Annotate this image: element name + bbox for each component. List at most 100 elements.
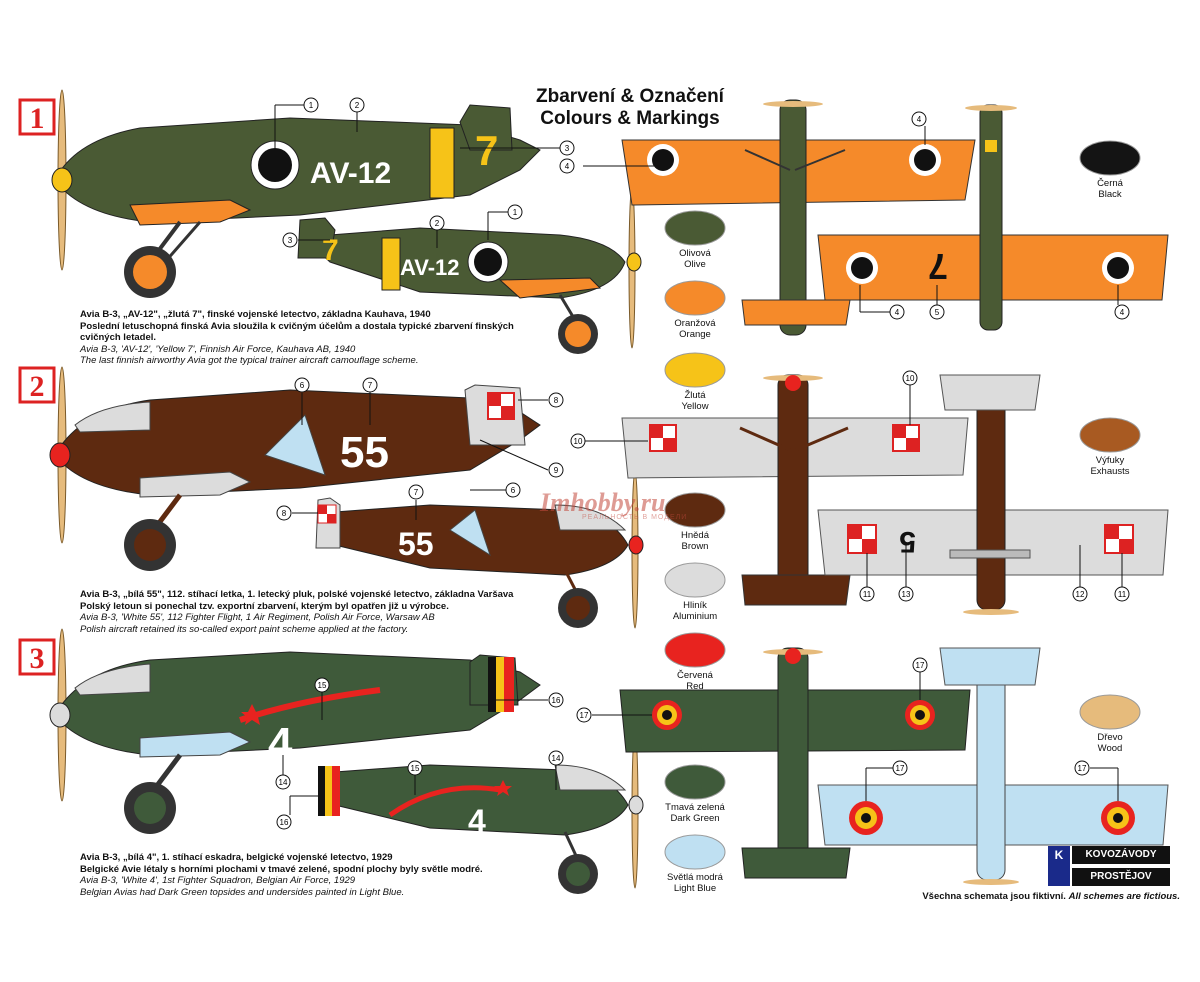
scheme-3-caption: Avia B-3, „bílá 4", 1. stíhací eskadra, … [80,852,550,898]
swatch-name-en: Exhausts [1090,466,1130,477]
scheme-2-caption: Avia B-3, „bílá 55", 112. stíhací letka,… [80,589,550,635]
caption-cz-text: Poslední letuschopná finská Avia sloužil… [80,320,514,344]
callout-13: 13 [898,586,914,602]
callout-4: 4 [559,158,575,174]
swatch-name-cz: Hliník [683,600,707,611]
callout-3: 3 [282,232,298,248]
caption-cz-title: Avia B-3, „bílá 4", 1. stíhací eskadra, … [80,852,393,863]
aircraft-2-side-right: 55 [315,471,644,629]
colour-swatch [664,352,726,388]
callout-8: 8 [276,505,292,521]
svg-text:2: 2 [435,219,440,228]
svg-text:4: 4 [917,115,922,124]
svg-text:1: 1 [309,101,314,110]
callout-4: 4 [889,304,905,320]
callout-11: 11 [859,586,875,602]
callout-8: 8 [548,392,564,408]
brand-mark: K [1048,846,1070,886]
caption-cz-text: Polský letoun si ponechal tzv. exportní … [80,600,449,612]
svg-text:14: 14 [279,778,288,787]
svg-text:4: 4 [1120,308,1125,317]
caption-en-title: Avia B-3, 'White 4', 1st Fighter Squadro… [80,875,356,886]
swatch-name-en: Aluminium [672,611,718,622]
svg-text:7: 7 [414,488,419,497]
scheme-badge-number: 1 [30,102,45,135]
colour-swatch [664,764,726,800]
tail-number-text: 7 [322,234,339,267]
callout-14: 14 [275,774,291,790]
callout-17: 17 [892,760,908,776]
swatch-name-cz: Žlutá [684,390,706,401]
svg-text:3: 3 [288,236,293,245]
svg-text:15: 15 [411,764,420,773]
caption-cz-title: Avia B-3, „bílá 55", 112. stíhací letka,… [80,589,514,600]
swatch-name-cz: Červená [677,670,713,681]
colour-swatch [664,210,726,246]
callout-4: 4 [1114,304,1130,320]
watermark-subtitle: РЕАЛЬНОСТЬ В МОДЕЛИ [582,514,688,521]
callout-16: 16 [548,692,564,708]
svg-text:10: 10 [574,437,583,446]
fuselage-code-text: 4 [468,803,486,839]
title-english: Colours & Markings [540,108,720,129]
swatch-name-cz: Hnědá [681,530,709,541]
callout-6: 6 [294,377,310,393]
swatch-name-en: Brown [681,541,709,552]
scheme-badge-3: 3 [18,638,56,676]
swatch-name-cz: Olivová [679,248,711,259]
callout-5: 5 [929,304,945,320]
aircraft-1-top-view [621,99,976,336]
svg-text:16: 16 [280,818,289,827]
svg-text:6: 6 [511,486,516,495]
colour-swatch [1079,140,1141,176]
svg-text:7: 7 [368,381,373,390]
svg-text:11: 11 [863,590,872,599]
svg-text:8: 8 [282,509,287,518]
colour-swatch [664,562,726,598]
callout-4: 4 [911,111,927,127]
swatch-name-en: Orange [679,329,711,340]
page-title: Zbarvení & Označení Colours & Markings [500,86,760,130]
scheme-badge-number: 3 [30,642,45,675]
aircraft-2-bottom-view: 5 [817,374,1169,615]
fuselage-code-text: 55 [340,428,389,477]
svg-text:3: 3 [565,144,570,153]
title-czech: Zbarvení & Označení [536,86,724,107]
watermark: Imhobby.ru [540,488,666,517]
swatch-name-en: Black [1098,189,1122,200]
caption-en-text: Belgian Avias had Dark Green topsides an… [80,886,405,898]
swatch-name-en: Yellow [681,401,709,412]
caption-cz-text: Belgické Avie létaly s horními plochami … [80,863,483,875]
brand-line-2: PROSTĚJOV [1072,868,1170,886]
brand-line-1: KOVOZÁVODY [1072,846,1170,864]
swatch-name-en: Olive [684,259,706,270]
callout-10: 10 [570,433,586,449]
callout-9: 9 [548,462,564,478]
svg-text:14: 14 [552,754,561,763]
svg-text:6: 6 [300,381,305,390]
svg-text:8: 8 [554,396,559,405]
callout-3: 3 [559,140,575,156]
caption-en-text: The last finnish airworthy Avia got the … [80,355,419,366]
swatch-name-en: Red [686,681,704,692]
callout-7: 7 [408,484,424,500]
brand-logo: K KOVOZÁVODY PROSTĚJOV [1048,846,1170,886]
fuselage-code-text: 55 [398,526,434,562]
colour-swatch [664,280,726,316]
colour-swatch [1079,694,1141,730]
caption-en-title: Avia B-3, 'AV-12', 'Yellow 7', Finnish A… [80,343,356,355]
svg-text:9: 9 [554,466,559,475]
footer-cz: Všechna schemata jsou fiktivní. [922,891,1066,902]
svg-text:15: 15 [318,681,327,690]
swatch-name-cz: Dřevo [1097,732,1123,743]
